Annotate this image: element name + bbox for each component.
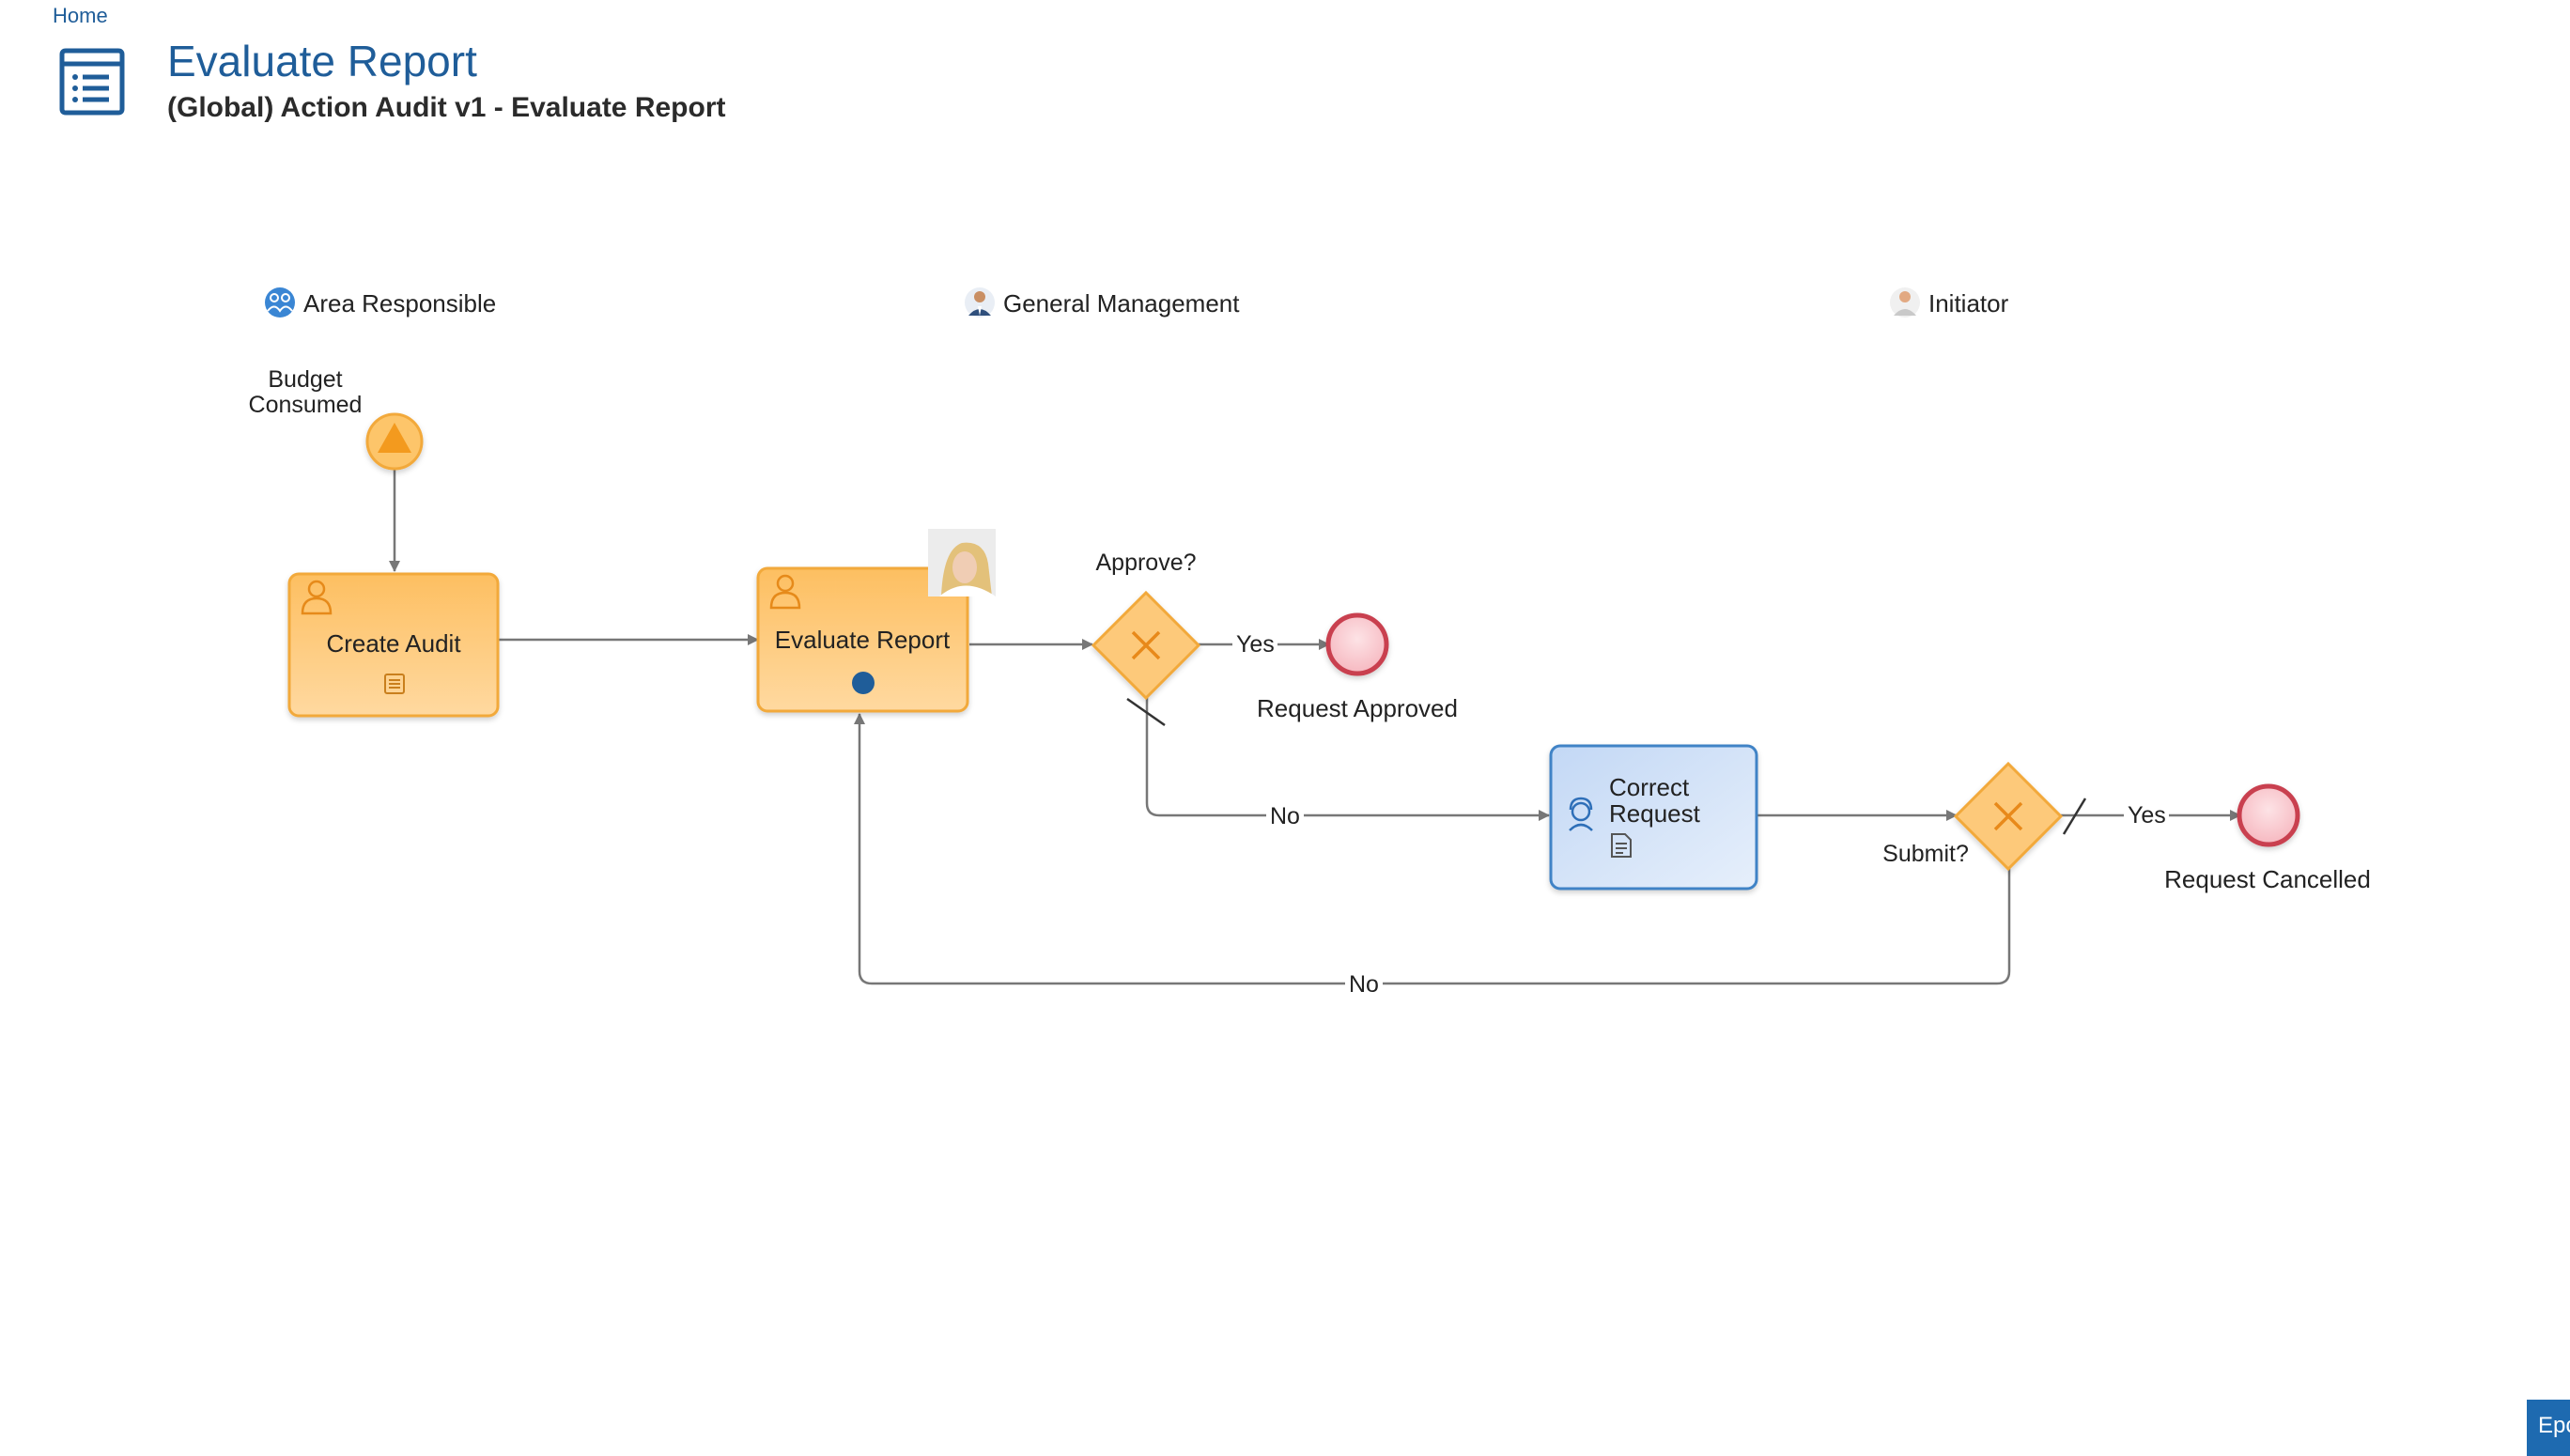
conditional-flow-marker [2062,798,2087,835]
user-avatar-icon [1890,287,1920,318]
flow-label-approve-yes: Yes [1236,631,1275,658]
exclusive-gateway-x-icon [1993,801,2023,831]
support-agent-icon [1569,797,1593,831]
task-evaluate-report[interactable]: Evaluate Report [756,529,996,713]
lane-general-management: General Management [965,287,1240,318]
user-task-icon [769,574,801,610]
form-icon [384,674,405,694]
corner-tab[interactable]: Epc [2527,1400,2570,1456]
end-event-label-approved: Request Approved [1257,694,1458,722]
flow-label-submit-no: No [1349,971,1379,998]
task-label-create-audit: Create Audit [326,629,461,658]
assignee-photo[interactable] [928,529,996,596]
breadcrumb-home[interactable]: Home [53,4,108,27]
triangle-signal-icon [378,423,411,453]
checklist-document-icon [59,48,125,116]
end-event-request-cancelled[interactable]: Request Cancelled [2164,783,2371,893]
manager-avatar-icon [965,287,995,318]
page-title: Evaluate Report [167,37,477,85]
flow-submit-no [854,713,2011,985]
lane-area-responsible: Area Responsible [265,287,496,318]
gateway-submit[interactable]: Submit? [1882,761,2064,872]
start-event-label-line1: Budget [268,366,342,393]
task-correct-request[interactable]: Correct Request [1549,744,1758,891]
start-event-budget-consumed[interactable]: Budget Consumed [249,366,424,471]
lane-label-general-management: General Management [1003,289,1240,318]
current-step-dot-icon [852,672,875,694]
default-flow-marker [1126,697,1166,727]
flow-label-approve-no: No [1270,803,1300,829]
lane-label-area-responsible: Area Responsible [303,289,496,318]
end-event-label-cancelled: Request Cancelled [2164,865,2371,893]
gateway-label-approve: Approve? [1095,550,1196,576]
task-label-correct-line2: Request [1609,799,1701,828]
exclusive-gateway-x-icon [1131,630,1161,660]
document-icon [1611,833,1632,858]
end-event-request-approved[interactable]: Request Approved [1257,612,1458,722]
task-label-correct-line1: Correct [1609,773,1690,801]
flow-approve-no [1145,697,1550,821]
page-subtitle: (Global) Action Audit v1 - Evaluate Repo… [167,92,726,123]
user-task-icon [301,580,333,615]
group-people-icon [265,287,295,318]
lane-label-initiator: Initiator [1928,289,2009,318]
start-event-label-line2: Consumed [249,392,363,418]
flow-label-submit-yes: Yes [2128,802,2166,829]
lane-initiator: Initiator [1890,287,2009,318]
gateway-approve[interactable]: Approve? [1091,550,1201,701]
gateway-label-submit: Submit? [1882,841,1969,867]
task-create-audit[interactable]: Create Audit [287,572,500,718]
task-label-evaluate-report: Evaluate Report [775,626,951,654]
